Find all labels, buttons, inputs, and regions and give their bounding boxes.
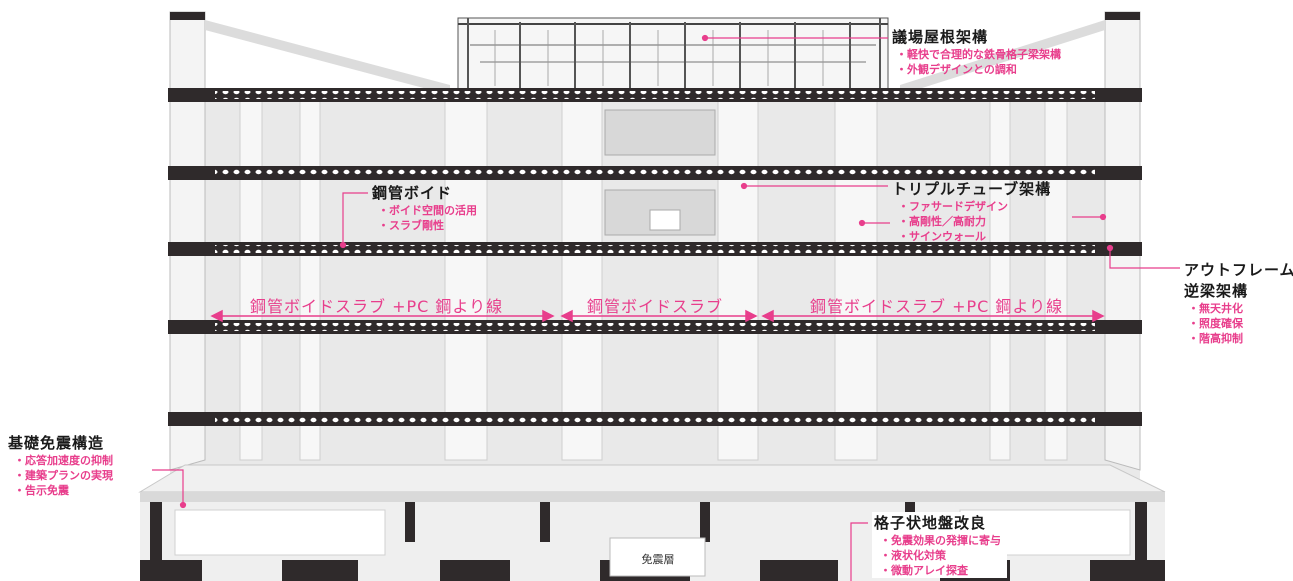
base-isolation-bullet-2: ・建築プランの実現	[14, 469, 113, 482]
slab-3	[168, 242, 1142, 256]
roof-frame-title: 議場屋根架構	[892, 28, 989, 46]
outframe-callout: アウトフレーム 逆梁架構 ・無天井化 ・照度確保 ・階高抑制	[1184, 259, 1293, 346]
ground-improvement-callout: 格子状地盤改良 ・免震効果の発揮に寄与 ・液状化対策 ・微動アレイ探査	[872, 512, 1007, 578]
ground-improvement-bullet-2: ・液状化対策	[880, 549, 946, 562]
outer-frame-right	[900, 11, 1141, 471]
span-label-left: 鋼管ボイドスラブ +PC 鋼より線	[250, 297, 504, 316]
ground-improvement-bullet-3: ・微動アレイ探査	[880, 564, 968, 577]
floor-slabs	[168, 88, 1142, 426]
roof-frame-bullet-1: ・軽快で合理的な鉄骨格子梁架構	[896, 48, 1061, 61]
foundation	[140, 502, 1165, 581]
triple-tube-bullet-2: ・高剛性／高耐力	[898, 215, 986, 228]
isolation-layer-label: 免震層	[641, 553, 675, 566]
base-isolation-callout: 基礎免震構造 ・応答加速度の抑制 ・建築プランの実現 ・告示免震	[8, 432, 113, 498]
outframe-bullet-2: ・照度確保	[1188, 317, 1243, 330]
steel-void-callout: 鋼管ボイド ・ボイド空間の活用 ・スラブ剛性	[372, 182, 477, 233]
steel-void-bullet-1: ・ボイド空間の活用	[378, 204, 477, 217]
columns	[239, 99, 1068, 461]
outframe-title-2: 逆梁架構	[1184, 282, 1249, 300]
slab-4	[168, 320, 1142, 334]
roof-steel-frame	[457, 17, 889, 91]
ground-floor	[138, 464, 1166, 502]
ground-improvement-bullet-1: ・免震効果の発揮に寄与	[880, 534, 1001, 547]
base-isolation-title: 基礎免震構造	[8, 434, 105, 452]
roof-frame-bullet-2: ・外観デザインとの調和	[896, 63, 1017, 76]
slab-5	[168, 412, 1142, 426]
ground-improvement-title: 格子状地盤改良	[874, 514, 987, 532]
steel-void-title: 鋼管ボイド	[372, 184, 453, 202]
triple-tube-callout: トリプルチューブ架構 ・ファサードデザイン ・高剛性／高耐力 ・サインウォール	[892, 178, 1051, 244]
outframe-bullet-3: ・階高抑制	[1188, 332, 1243, 345]
outframe-bullet-1: ・無天井化	[1188, 302, 1243, 315]
triple-tube-bullet-1: ・ファサードデザイン	[898, 200, 1008, 213]
triple-tube-title: トリプルチューブ架構	[892, 180, 1052, 198]
slab-2	[168, 166, 1142, 180]
roof-frame-callout: 議場屋根架構 ・軽快で合理的な鉄骨格子梁架構 ・外観デザインとの調和	[892, 26, 1061, 77]
central-windows	[604, 109, 716, 236]
leader-lines	[152, 34, 1180, 581]
span-label-center: 鋼管ボイドスラブ	[587, 297, 724, 316]
base-isolation-bullet-3: ・告示免震	[14, 484, 69, 497]
slab-1	[168, 88, 1142, 102]
span-arrows	[210, 309, 1105, 323]
base-isolation-bullet-1: ・応答加速度の抑制	[14, 454, 113, 467]
steel-void-bullet-2: ・スラブ剛性	[378, 219, 444, 232]
triple-tube-bullet-3: ・サインウォール	[898, 230, 986, 243]
outframe-title: アウトフレーム	[1184, 261, 1293, 279]
span-label-right: 鋼管ボイドスラブ +PC 鋼より線	[810, 297, 1064, 316]
outer-frame-left	[169, 11, 450, 471]
